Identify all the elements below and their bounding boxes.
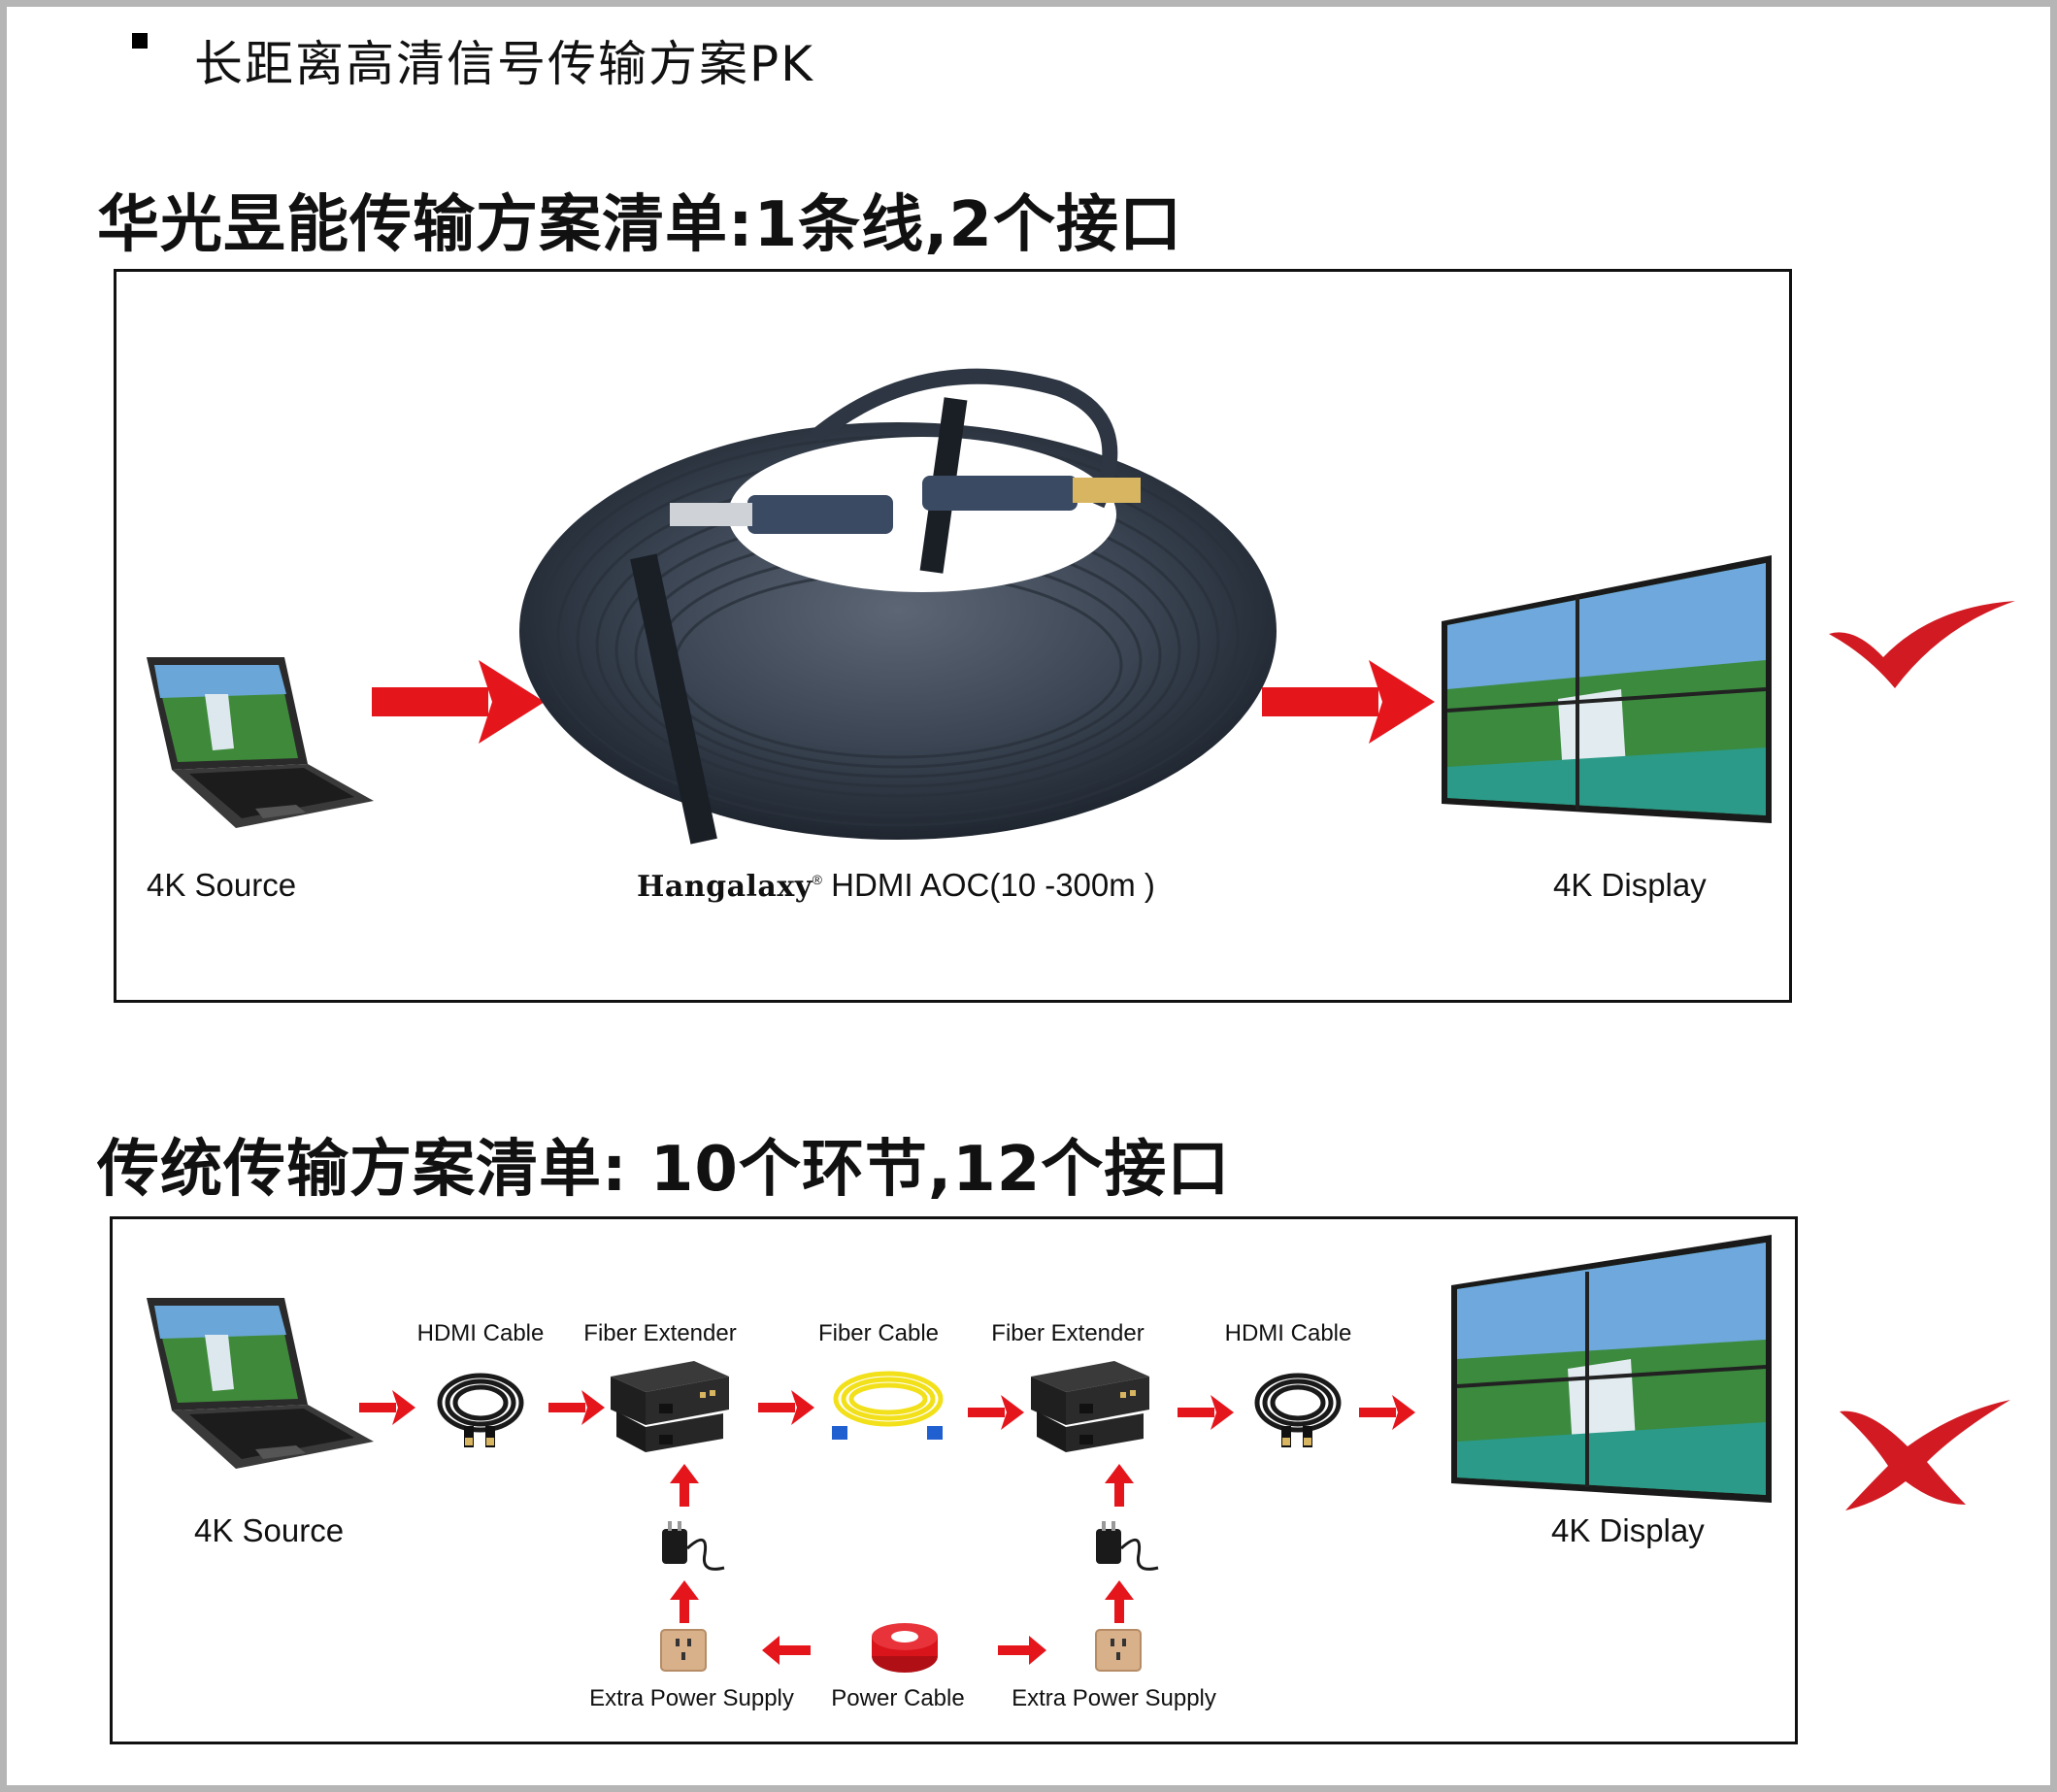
arrow-up-icon [670, 1464, 699, 1507]
bullet-icon [132, 33, 148, 49]
laptop-icon [147, 1298, 374, 1469]
fiber-cable-label: Fiber Cable [817, 1320, 940, 1346]
section1-title: 华光昱能传输方案清单:1条线,2个接口 [97, 189, 1182, 261]
section2-title: 传统传输方案清单: 10个环节,12个接口 [97, 1134, 1231, 1206]
fiber-cable-icon [832, 1371, 944, 1440]
cross-mark-icon [1840, 1400, 2010, 1510]
fiber-extender-icon [1031, 1361, 1149, 1452]
power-cable-icon [872, 1623, 938, 1673]
arrow-right-icon [359, 1390, 415, 1425]
extra-power-supply-label: Extra Power Supply [1012, 1685, 1216, 1711]
power-adapter-icon [1096, 1521, 1159, 1571]
display-label: 4K Display [1553, 867, 1707, 903]
power-cable-label: Power Cable [831, 1685, 965, 1711]
hdmi-cable-label: HDMI Cable [416, 1320, 545, 1346]
arrow-right-icon [968, 1395, 1024, 1430]
check-mark-icon [1829, 601, 2015, 688]
extra-power-supply-label: Extra Power Supply [589, 1685, 794, 1711]
arrow-up-icon [670, 1580, 699, 1623]
fiber-extender-icon [611, 1361, 729, 1452]
source-label: 4K Source [147, 867, 297, 903]
display-label: 4K Display [1551, 1512, 1705, 1548]
hdmi-cable-label: HDMI Cable [1224, 1320, 1352, 1346]
wall-socket-icon [660, 1629, 707, 1672]
fiber-extender-label: Fiber Extender [583, 1320, 737, 1346]
arrow-right-icon [1359, 1395, 1415, 1430]
power-adapter-icon [662, 1521, 725, 1571]
fiber-extender-label: Fiber Extender [991, 1320, 1145, 1346]
page-title: 长距离高清信号传输方案PK [194, 36, 814, 92]
source-label: 4K Source [194, 1512, 345, 1548]
arrow-right-icon [548, 1390, 605, 1425]
product-label: Hangalaxy® HDMI AOC(10 -300m ) [637, 867, 1155, 904]
arrow-right-icon [372, 660, 545, 744]
video-wall-display-image [1451, 1235, 1772, 1503]
laptop-icon [147, 657, 374, 828]
arrow-right-icon [998, 1636, 1046, 1665]
arrow-right-icon [1178, 1395, 1234, 1430]
arrow-left-icon [762, 1636, 811, 1665]
hdmi-cable-icon [1254, 1373, 1342, 1447]
arrow-up-icon [1105, 1580, 1134, 1623]
hdmi-aoc-cable-coil-image [519, 368, 1277, 845]
hdmi-cable-icon [437, 1373, 524, 1447]
arrow-right-icon [758, 1390, 814, 1425]
wall-socket-icon [1095, 1629, 1142, 1672]
arrow-right-icon [1262, 660, 1435, 744]
video-wall-display-image [1442, 555, 1772, 823]
arrow-up-icon [1105, 1464, 1134, 1507]
